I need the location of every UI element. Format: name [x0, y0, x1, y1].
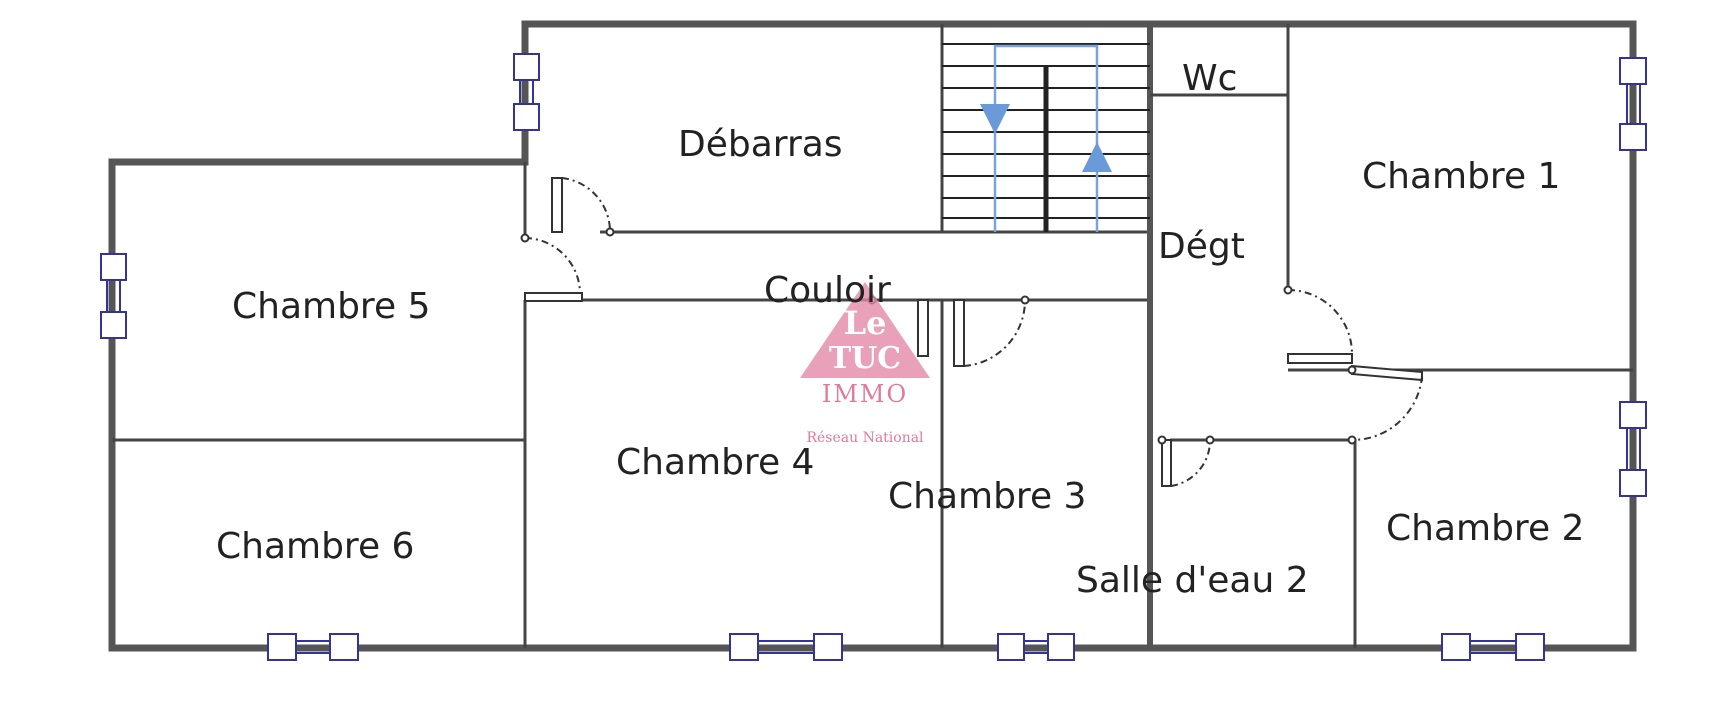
door-chambre1 — [1283, 285, 1353, 364]
room-label-couloir: Couloir — [764, 270, 891, 311]
door-debarras — [551, 177, 615, 237]
watermark-logo: Le TUC IMMO Réseau National — [800, 282, 930, 446]
staircase — [942, 43, 1150, 232]
arrow-down-icon — [980, 104, 1010, 134]
room-label-chambre2: Chambre 2 — [1386, 508, 1584, 549]
window-chambre4 — [729, 633, 843, 661]
logo-tagline: Réseau National — [806, 430, 924, 446]
window-chambre2 — [1619, 401, 1647, 497]
room-label-wc: Wc — [1182, 58, 1237, 99]
logo-line3: IMMO — [822, 380, 908, 408]
interior-walls — [112, 21, 1633, 651]
room-label-salle-deau2: Salle d'eau 2 — [1076, 560, 1309, 601]
window-chambre5 — [100, 253, 127, 339]
door-chambre2 — [1347, 364, 1423, 445]
room-label-debarras: Débarras — [678, 124, 843, 165]
room-label-degt: Dégt — [1158, 226, 1245, 267]
room-label-chambre1: Chambre 1 — [1362, 156, 1560, 197]
window-chambre1 — [1619, 57, 1647, 151]
logo-triangle-shape — [800, 282, 930, 378]
room-label-chambre4: Chambre 4 — [616, 442, 814, 483]
door-salle-deau — [1157, 435, 1215, 487]
window-chambre2-bottom — [1441, 633, 1545, 661]
room-label-chambre5: Chambre 5 — [232, 286, 430, 327]
room-label-chambre6: Chambre 6 — [216, 526, 414, 567]
window-debarras — [513, 53, 540, 131]
logo-line1: Le — [844, 304, 887, 342]
logo-line2: TUC — [829, 341, 901, 376]
window-chambre6 — [267, 633, 359, 661]
arrow-up-icon — [1082, 142, 1112, 172]
window-chambre3 — [997, 633, 1075, 661]
room-label-chambre3: Chambre 3 — [888, 476, 1086, 517]
stair-arrow-down — [993, 44, 1099, 232]
door-chambre5 — [520, 233, 583, 302]
room-labels: Débarras Wc Chambre 1 Dégt Chambre 5 Cou… — [216, 58, 1584, 601]
door-chambre3 — [953, 295, 1030, 367]
windows — [100, 53, 1647, 661]
